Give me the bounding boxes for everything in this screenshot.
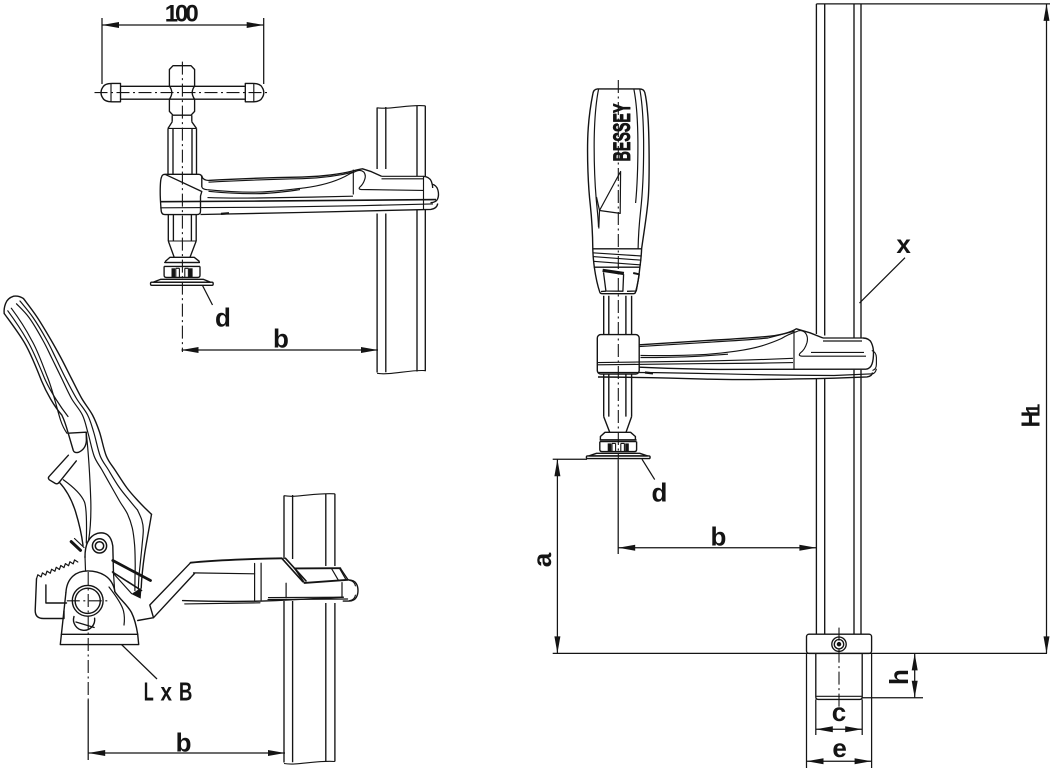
svg-text:b: b [273,324,289,354]
svg-text:c: c [832,697,846,727]
svg-text:BESSEY: BESSEY [609,104,636,162]
svg-text:h: h [884,669,914,685]
svg-text:d: d [215,303,231,333]
svg-text:100: 100 [165,0,199,27]
svg-text:L: L [144,676,154,706]
svg-text:a: a [527,552,557,567]
svg-text:x: x [896,229,911,259]
svg-text:B: B [179,676,193,706]
svg-text:1: 1 [1023,403,1044,414]
svg-text:d: d [652,478,668,508]
svg-text:x: x [161,676,173,706]
svg-text:e: e [832,733,846,763]
svg-text:b: b [711,522,727,552]
svg-text:H: H [1015,411,1045,428]
svg-text:b: b [176,728,192,758]
